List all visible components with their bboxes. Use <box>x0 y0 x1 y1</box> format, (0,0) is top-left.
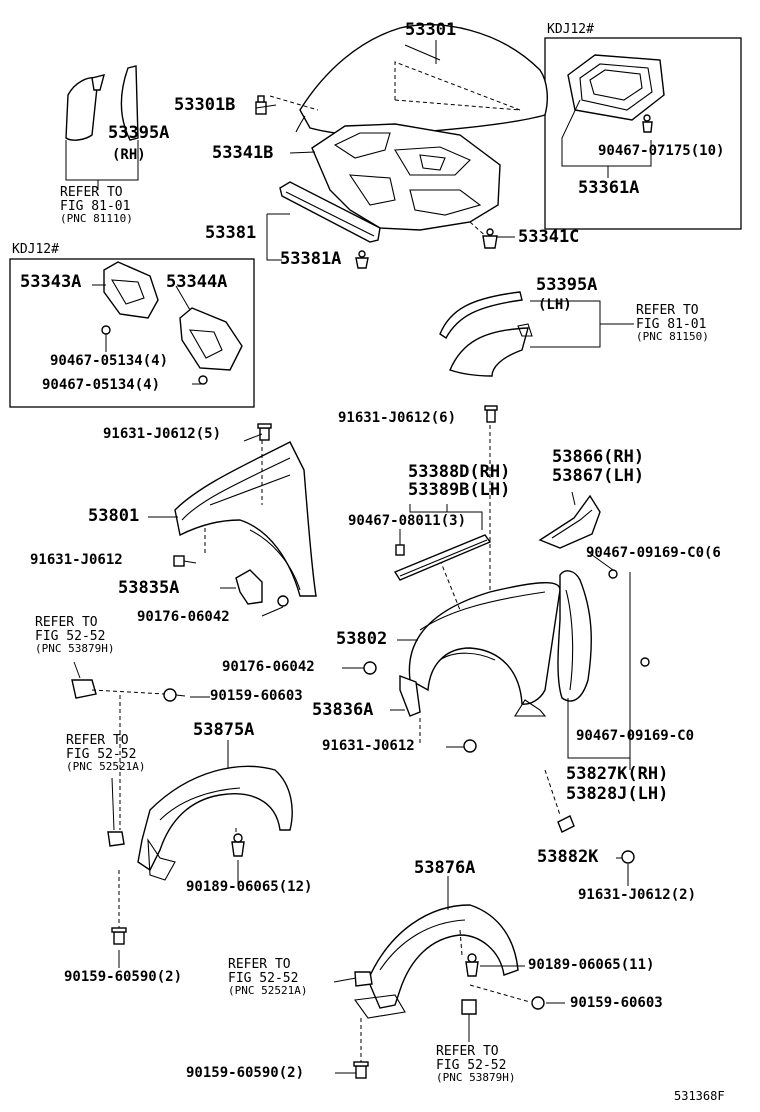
label-90189-06065-12: 90189-06065(12) <box>186 879 313 895</box>
label-53344a: 53344A <box>166 272 228 292</box>
label-53381: 53381 <box>205 223 257 243</box>
kdj-box-left <box>9 258 255 408</box>
label-53381a: 53381A <box>280 249 342 269</box>
label-53343a: 53343A <box>20 272 82 292</box>
label-53802: 53802 <box>336 629 388 649</box>
label-53866: 53866(RH) <box>552 447 645 467</box>
bolt-91631-j0612-right <box>463 739 477 753</box>
label-53361a: 53361A <box>578 178 640 198</box>
label-53388d: 53388D(RH) <box>408 462 511 482</box>
leader-lines <box>65 40 652 1074</box>
clip-53381a <box>355 250 369 269</box>
label-53389b: 53389B(LH) <box>408 480 511 500</box>
label-90467-07175: 90467-07175(10) <box>598 143 725 159</box>
refer-fig52-a: REFER TO FIG 52-52 (PNC 53879H) <box>35 615 115 656</box>
label-90159-60603-top: 90159-60603 <box>210 688 303 704</box>
refer-fig81-lh: REFER TO FIG 81-01 (PNC 81150) <box>636 303 709 344</box>
label-90467-08011: 90467-08011(3) <box>348 513 467 529</box>
liner-53876a <box>354 904 531 1019</box>
label-90176-06042-left: 90176-06042 <box>137 609 230 625</box>
label-53301: 53301 <box>405 20 457 40</box>
bracket-53835a <box>235 569 289 607</box>
label-90159-60590-left: 90159-60590(2) <box>64 969 183 985</box>
label-rh: (RH) <box>112 147 146 163</box>
label-90467-09169: 90467-09169-C0 <box>576 728 695 744</box>
clip-53879h-bottom <box>461 999 477 1015</box>
label-53867: 53867(LH) <box>552 466 645 486</box>
label-91631-j0612-5: 91631-J0612(5) <box>103 426 222 442</box>
label-91631-j0612-left: 91631-J0612 <box>30 552 123 568</box>
kdj-label-left: KDJ12# <box>12 242 59 257</box>
label-53835a: 53835A <box>118 578 180 598</box>
label-90467-05134-a: 90467-05134(4) <box>50 353 169 369</box>
shield-53866 <box>538 494 601 549</box>
label-53828j: 53828J(LH) <box>566 784 669 804</box>
hood-frame-53341b <box>269 95 501 241</box>
liner-53827k <box>557 569 650 702</box>
label-91631-j0612-right: 91631-J0612 <box>322 738 415 754</box>
label-53827k: 53827K(RH) <box>566 764 669 784</box>
refer-fig52-b: REFER TO FIG 52-52 (PNC 52521A) <box>66 733 146 774</box>
label-53875a: 53875A <box>193 720 255 740</box>
clip-90189-06065-bottom <box>465 953 479 977</box>
label-53341b: 53341B <box>212 143 274 163</box>
hood-53301 <box>295 23 548 137</box>
refer-fig81-rh: REFER TO FIG 81-01 (PNC 81110) <box>60 185 133 226</box>
clip-53341c <box>482 228 498 249</box>
bolt-90159-60590-bottom <box>353 1018 369 1079</box>
clip-53879h-left <box>71 679 97 699</box>
label-53395a-lh: 53395A <box>536 275 598 295</box>
label-lh: (LH) <box>538 297 572 313</box>
bolt-91631-j0612-left <box>173 555 197 567</box>
refer-fig52-c: REFER TO FIG 52-52 (PNC 52521A) <box>228 957 308 998</box>
clip-52521a-bottom <box>354 971 373 987</box>
hood-seal-53395a-lh <box>439 291 533 377</box>
label-90467-09169-6: 90467-09169-C0(6 <box>586 545 721 561</box>
label-90189-06065-11: 90189-06065(11) <box>528 957 655 973</box>
clip-52521a-left <box>107 831 125 847</box>
label-91631-j0612-6: 91631-J0612(6) <box>338 410 457 426</box>
kdj-box-top-right <box>544 37 742 230</box>
label-90176-06042-right: 90176-06042 <box>222 659 315 675</box>
label-53301b: 53301B <box>174 95 236 115</box>
diagram-id: 531368F <box>674 1089 725 1103</box>
hood-seal-53395a-rh <box>65 65 139 141</box>
clip-90189-06065-left <box>231 833 245 857</box>
cover-53361a <box>567 54 665 133</box>
moulding-53388d <box>393 534 492 581</box>
screw-90159-60603-bottom <box>531 996 545 1010</box>
label-90159-60590-bottom: 90159-60590(2) <box>186 1065 305 1081</box>
label-90467-05134-b: 90467-05134(4) <box>42 377 161 393</box>
label-53801: 53801 <box>88 506 140 526</box>
label-53836a: 53836A <box>312 700 374 720</box>
bolt-53301b <box>255 95 267 115</box>
bolt-91631-j0612-6 <box>484 405 498 423</box>
hood-seal-53381 <box>279 181 381 243</box>
screw-90159-60603-top <box>163 688 186 702</box>
bracket-53344a <box>179 307 243 385</box>
bracket-53343a <box>101 261 159 335</box>
label-53341c: 53341C <box>518 227 580 247</box>
label-53882k: 53882K <box>537 847 599 867</box>
label-91631-j0612-2: 91631-J0612(2) <box>578 887 697 903</box>
nut-90176-06042-right <box>363 661 377 675</box>
bracket-53836a <box>399 674 421 717</box>
liner-53875a <box>137 765 293 881</box>
bolt-90159-60590-left <box>111 870 127 945</box>
kdj-label-top-right: KDJ12# <box>547 22 594 37</box>
label-90159-60603-bottom: 90159-60603 <box>570 995 663 1011</box>
refer-fig52-d: REFER TO FIG 52-52 (PNC 53879H) <box>436 1044 516 1085</box>
pad-53882k <box>544 769 635 864</box>
label-53395a-rh: 53395A <box>108 123 170 143</box>
bolt-91631-j0612-5 <box>257 423 272 441</box>
label-53876a: 53876A <box>414 858 476 878</box>
fender-53802 <box>408 425 561 745</box>
fender-53801 <box>174 440 317 597</box>
